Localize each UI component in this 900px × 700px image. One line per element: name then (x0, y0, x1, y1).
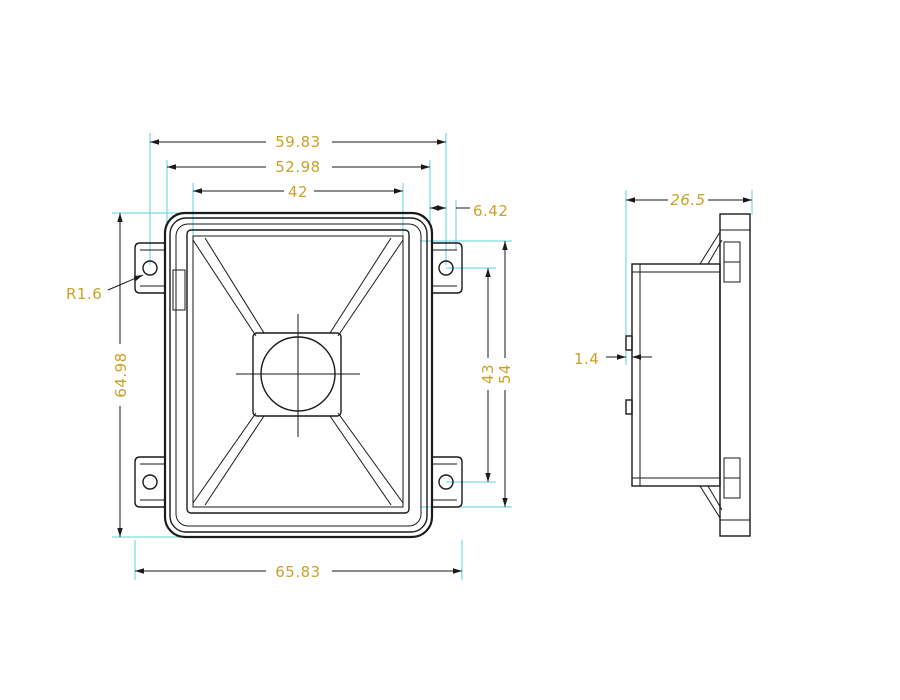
dim-tab: 1.4 (574, 350, 599, 368)
dim-body-height: 54 (496, 364, 514, 384)
side-dimension-labels: 26.5 1.4 (574, 190, 708, 368)
dim-hole-spacing: 43 (479, 364, 497, 384)
horn-funnel (186, 229, 410, 514)
dim-flange: 6.42 (473, 202, 508, 220)
dimension-labels: 59.83 52.98 42 6.42 R1.6 64.98 43 54 65.… (66, 132, 515, 581)
side-extension-lines (625, 190, 753, 368)
dim-total-width: 65.83 (275, 563, 320, 581)
dim-inner-width: 42 (288, 183, 308, 201)
side-dimension-lines (606, 197, 752, 360)
housing-body (163, 211, 434, 539)
dim-overall-height: 64.98 (112, 352, 130, 397)
front-view: 59.83 52.98 42 6.42 R1.6 64.98 43 54 65.… (66, 132, 515, 581)
dim-mid-width: 52.98 (275, 158, 320, 176)
side-view: 26.5 1.4 (574, 190, 753, 537)
dim-overall-width: 59.83 (275, 133, 320, 151)
side-body (625, 213, 751, 537)
mounting-tabs (134, 242, 463, 508)
dim-depth: 26.5 (670, 191, 705, 209)
dim-radius: R1.6 (66, 285, 102, 303)
